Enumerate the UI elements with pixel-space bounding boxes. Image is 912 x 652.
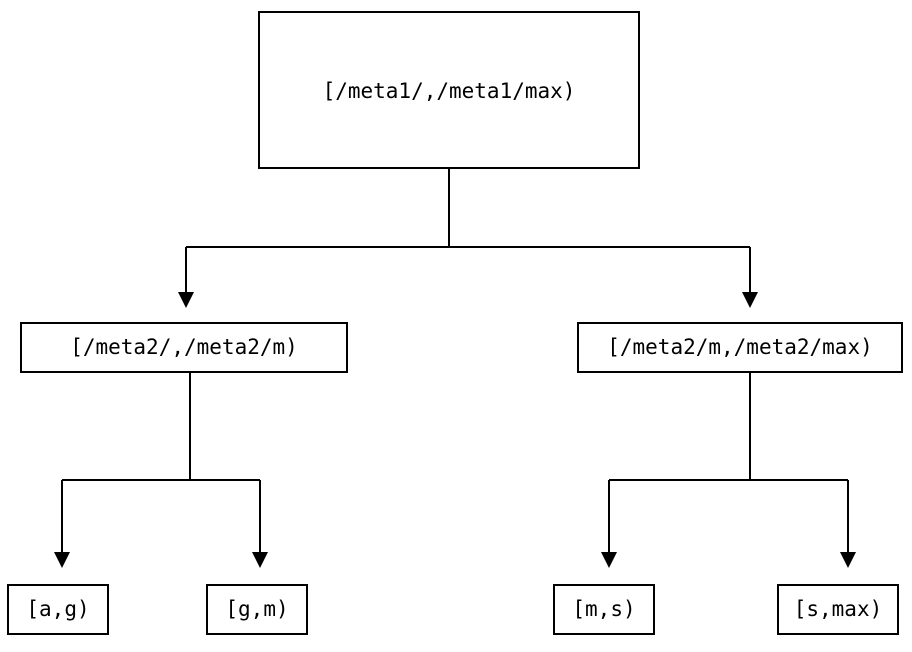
node-leaf-g-m[interactable]: [g,m) xyxy=(205,583,309,636)
arrowhead-to-leaf-g-m xyxy=(252,552,268,568)
node-mid-right[interactable]: [/meta2/m,/meta2/max) xyxy=(576,321,904,374)
node-mid-left[interactable]: [/meta2/,/meta2/m) xyxy=(19,321,349,374)
node-mid-left-box[interactable] xyxy=(19,321,349,374)
edge-group-mid-left-to-leaves xyxy=(54,372,268,568)
arrowhead-to-leaf-s-max xyxy=(840,552,856,568)
edge-group-mid-right-to-leaves xyxy=(601,372,856,568)
node-leaf-m-s[interactable]: [m,s) xyxy=(552,583,656,636)
node-leaf-a-g-label: [a,g) xyxy=(26,597,89,621)
node-leaf-g-m-label: [g,m) xyxy=(225,597,288,621)
edge-group-root-to-mid xyxy=(178,168,758,308)
node-leaf-s-max[interactable]: [s,max) xyxy=(776,583,900,636)
node-mid-left-label: [/meta2/,/meta2/m) xyxy=(70,335,298,359)
node-leaf-m-s-label: [m,s) xyxy=(572,597,635,621)
node-leaf-g-m-box[interactable] xyxy=(205,583,309,636)
node-leaf-s-max-label: [s,max) xyxy=(794,597,883,621)
arrowhead-to-mid-left xyxy=(178,292,194,308)
node-leaf-a-g[interactable]: [a,g) xyxy=(6,583,110,636)
arrowhead-to-mid-right xyxy=(742,292,758,308)
node-root-label: [/meta1/,/meta1/max) xyxy=(323,79,576,103)
arrowhead-to-leaf-m-s xyxy=(601,552,617,568)
node-mid-right-label: [/meta2/m,/meta2/max) xyxy=(607,335,873,359)
node-leaf-s-max-box[interactable] xyxy=(776,583,900,636)
node-leaf-a-g-box[interactable] xyxy=(6,583,110,636)
arrowhead-to-leaf-a-g xyxy=(54,552,70,568)
node-root-box[interactable] xyxy=(257,10,641,170)
node-root[interactable]: [/meta1/,/meta1/max) xyxy=(257,10,641,170)
node-leaf-m-s-box[interactable] xyxy=(552,583,656,636)
node-mid-right-box[interactable] xyxy=(576,321,904,374)
